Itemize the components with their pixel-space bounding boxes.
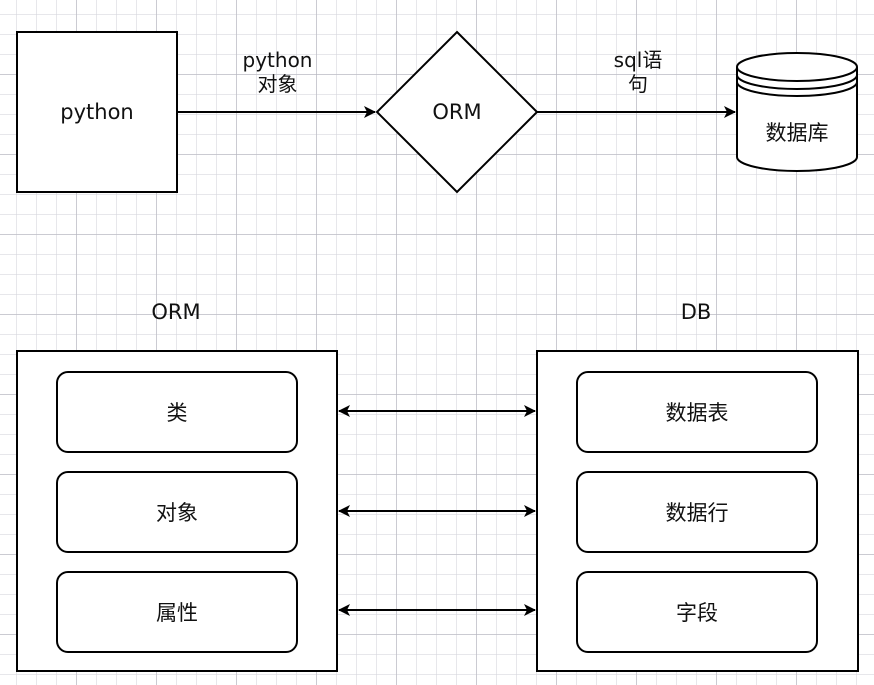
python-node: python: [16, 31, 178, 193]
orm-item-object: 对象: [56, 471, 298, 553]
edge-label-sql-statement: sql语 句: [613, 48, 663, 96]
orm-section-title: ORM: [151, 300, 201, 324]
db-section-title: DB: [680, 300, 712, 324]
db-item-row: 数据行: [576, 471, 818, 553]
python-node-label: python: [60, 100, 134, 124]
database-cylinder-shape: [736, 52, 858, 172]
database-label: 数据库: [765, 121, 829, 145]
db-item-table: 数据表: [576, 371, 818, 453]
db-item-field: 字段: [576, 571, 818, 653]
orm-item-class: 类: [56, 371, 298, 453]
edge-label-python-object: python 对象: [242, 48, 313, 96]
orm-diamond-label: ORM: [432, 100, 482, 124]
orm-item-attribute: 属性: [56, 571, 298, 653]
